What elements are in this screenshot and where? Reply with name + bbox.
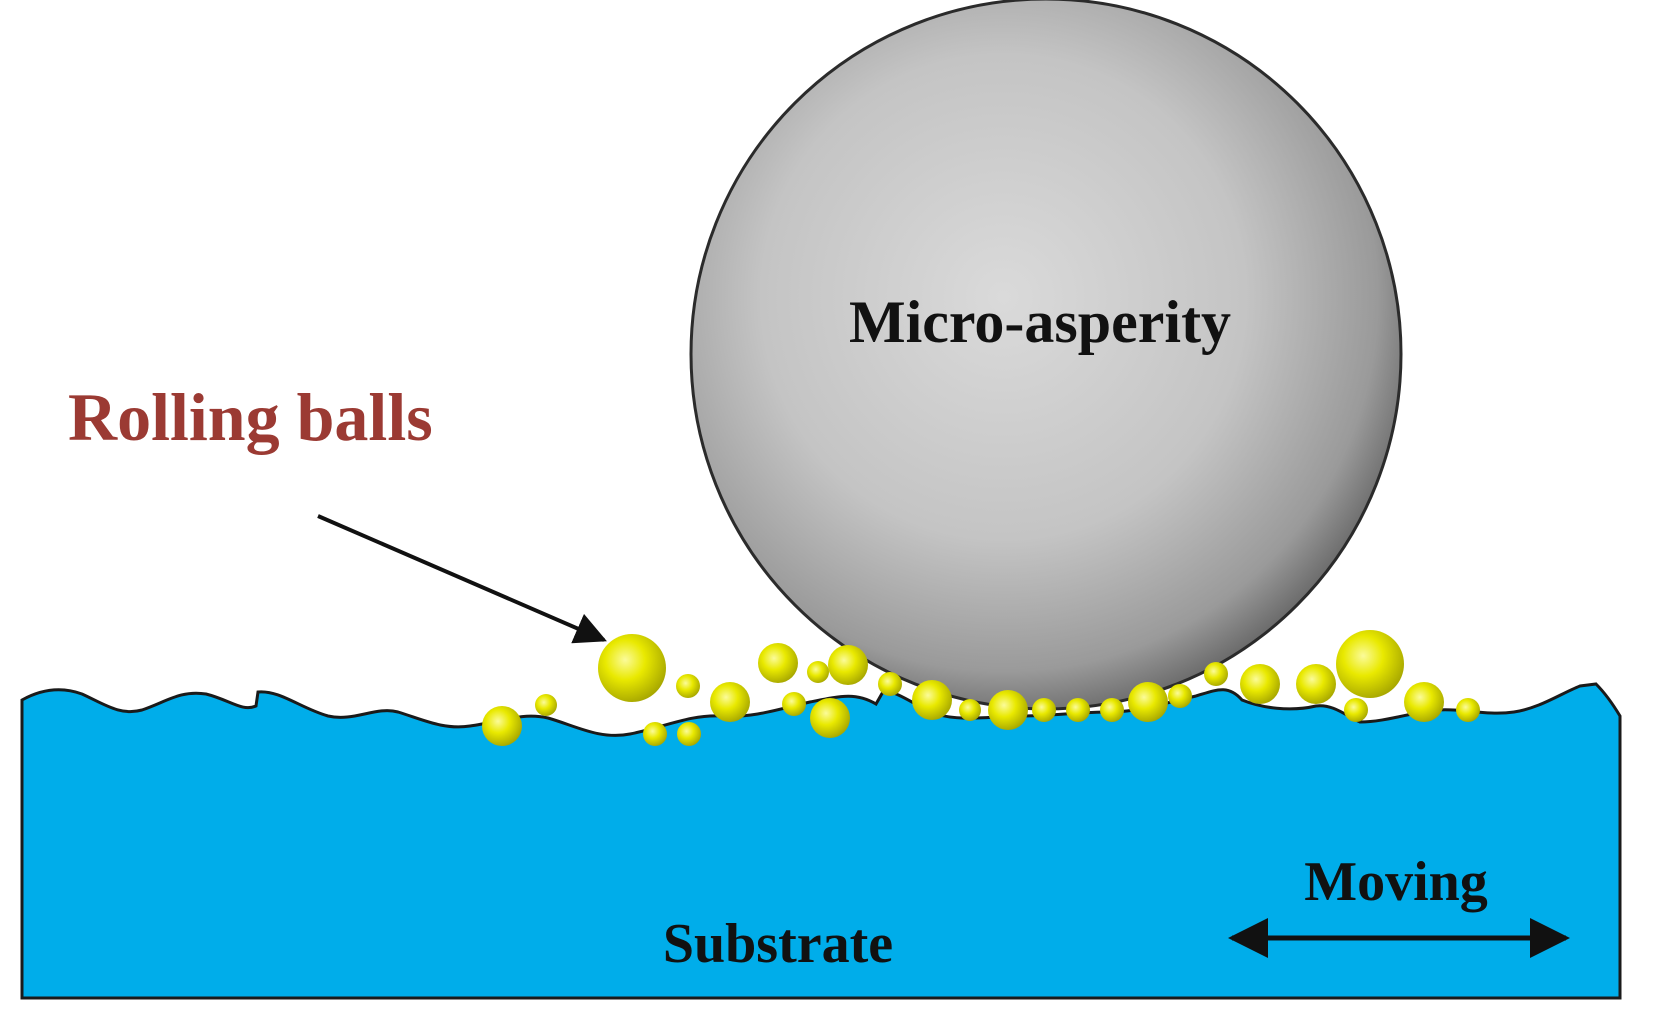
rolling-ball <box>710 682 750 722</box>
rolling-balls-label: Rolling balls <box>68 379 433 455</box>
rolling-ball <box>810 698 850 738</box>
rolling-ball <box>1344 698 1368 722</box>
rolling-ball <box>828 645 868 685</box>
rolling-ball <box>1336 630 1404 698</box>
rolling-ball <box>1032 698 1056 722</box>
rolling-ball <box>807 661 829 683</box>
micro-asperity-label: Micro-asperity <box>849 289 1231 355</box>
rolling-ball <box>643 722 667 746</box>
rolling-ball <box>1128 682 1168 722</box>
rolling-balls-group <box>482 630 1480 746</box>
rolling-ball <box>676 674 700 698</box>
rolling-ball <box>598 634 666 702</box>
rolling-ball <box>677 722 701 746</box>
rolling-ball <box>878 672 902 696</box>
rolling-ball <box>1456 698 1480 722</box>
rolling-ball <box>959 699 981 721</box>
rolling-ball <box>1100 698 1124 722</box>
rolling-ball <box>1404 682 1444 722</box>
rolling-ball <box>1168 684 1192 708</box>
arrow-icon <box>317 514 607 644</box>
substrate-block <box>20 682 1622 1000</box>
rolling-ball <box>912 680 952 720</box>
rolling-ball <box>988 690 1028 730</box>
rolling-ball <box>1066 698 1090 722</box>
rolling-ball <box>758 643 798 683</box>
rolling-ball <box>535 694 557 716</box>
moving-label: Moving <box>1304 851 1488 913</box>
rolling-ball <box>1240 664 1280 704</box>
rolling-ball <box>1296 664 1336 704</box>
substrate-label: Substrate <box>663 913 893 975</box>
rolling-ball <box>782 692 806 716</box>
rolling-ball <box>1204 662 1228 686</box>
rolling-ball <box>482 706 522 746</box>
